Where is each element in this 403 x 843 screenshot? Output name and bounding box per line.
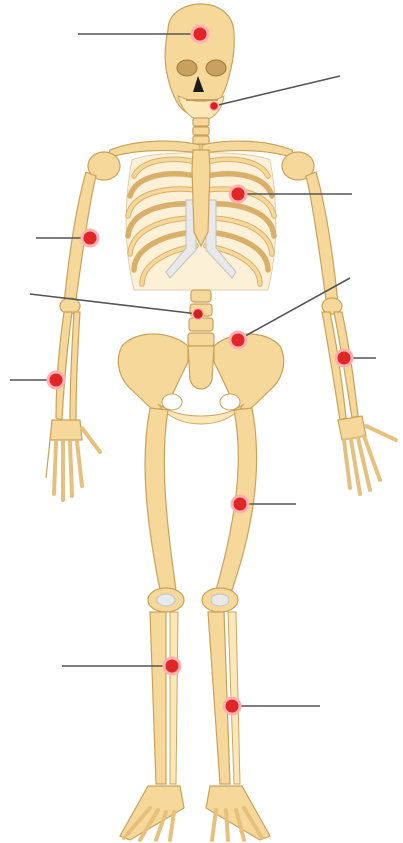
tibia-left — [150, 612, 166, 784]
orbit-left — [177, 60, 197, 76]
marker-skull — [192, 26, 208, 42]
left-arm — [46, 172, 100, 500]
sternum — [192, 150, 210, 246]
marker-tibia — [164, 658, 180, 674]
tibia-right — [208, 612, 230, 784]
pelvis — [118, 334, 283, 424]
ulna-left — [70, 312, 80, 420]
orbit-right — [206, 60, 226, 76]
marker-spine — [193, 309, 204, 320]
fibula-left — [170, 612, 178, 784]
femur-left — [145, 408, 176, 590]
marker-fibula — [224, 698, 240, 714]
left-leg — [120, 408, 184, 840]
cervical-spine — [193, 118, 209, 144]
marker-pelvis — [230, 332, 246, 348]
leader-line-mandible — [214, 76, 340, 106]
marker-radius — [48, 372, 64, 388]
leader-line-spine — [30, 294, 198, 314]
marker-mandible — [210, 102, 219, 111]
marker-ribs — [230, 186, 246, 202]
right-leg — [202, 408, 270, 840]
right-arm — [306, 172, 396, 494]
marker-humerus — [82, 230, 98, 246]
skull — [165, 4, 234, 120]
sacrum — [188, 346, 214, 389]
rib-cage — [126, 150, 276, 290]
marker-ulna — [336, 350, 352, 366]
humerus-right — [306, 172, 338, 304]
marker-femur — [232, 496, 248, 512]
